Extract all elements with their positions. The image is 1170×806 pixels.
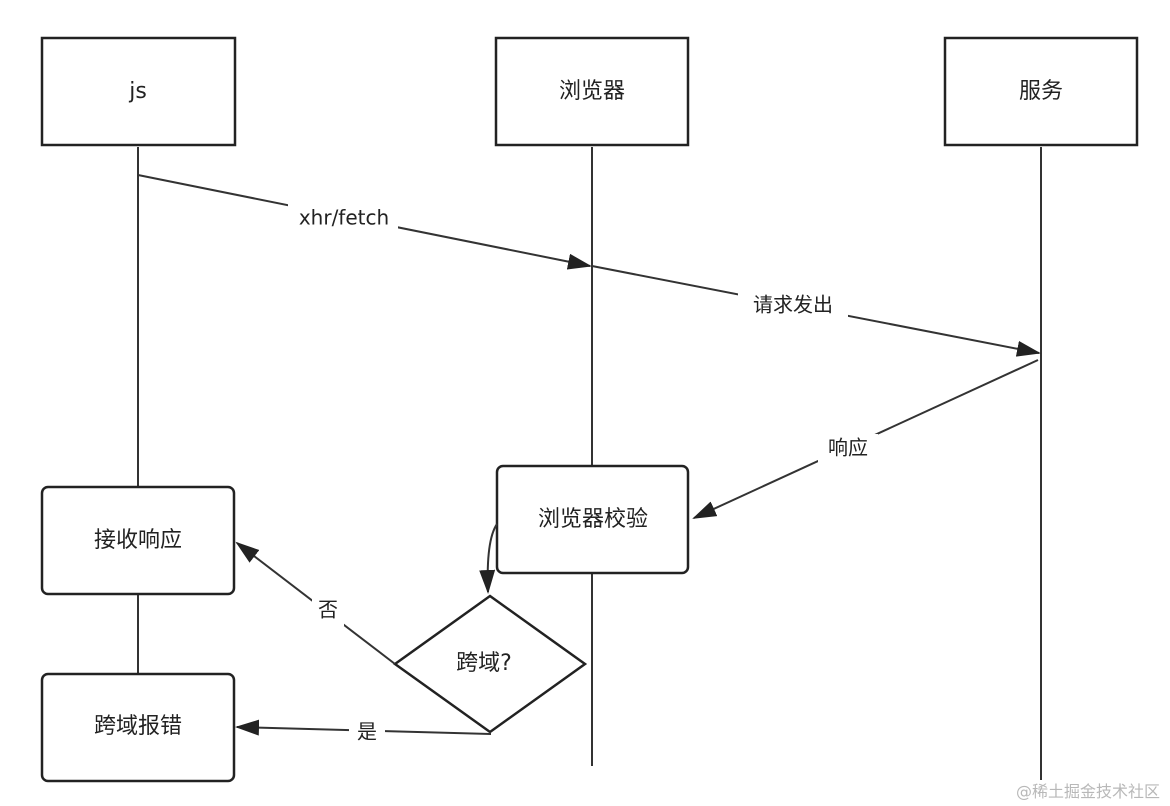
receive-response-node: 接收响应 [40,485,236,596]
cross-origin-decision-label: 跨域? [456,651,512,676]
edge-response-label: 响应 [828,436,868,460]
receive-response-label: 接收响应 [94,528,182,553]
edge-request-sent: 请求发出 [591,265,1041,357]
edge-request-api: xhr/fetch [137,174,592,270]
participant-server-label: 服务 [1019,79,1063,104]
edge-no: 否 [235,541,396,665]
cross-origin-error-node: 跨域报错 [40,672,236,783]
edge-request-sent-label: 请求发出 [753,293,833,317]
edge-no-label: 否 [318,598,338,622]
edge-yes: 是 [235,718,491,748]
edge-request-api-label: xhr/fetch [299,206,389,230]
browser-check-label: 浏览器校验 [538,507,648,532]
edge-yes-label: 是 [357,720,377,744]
participant-server: 服务 [943,36,1139,147]
watermark-text: @稀土掘金技术社区 [1015,782,1160,801]
participant-js: js [40,36,237,147]
participant-browser: 浏览器 [494,36,690,147]
cross-origin-decision-node: 跨域? [392,594,588,734]
participant-js-label: js [128,79,147,104]
edge-response: 响应 [692,359,1039,519]
cross-origin-error-label: 跨域报错 [94,714,182,739]
browser-check-node: 浏览器校验 [495,464,690,575]
edge-check-to-decision [479,523,498,594]
participant-browser-label: 浏览器 [559,79,625,104]
